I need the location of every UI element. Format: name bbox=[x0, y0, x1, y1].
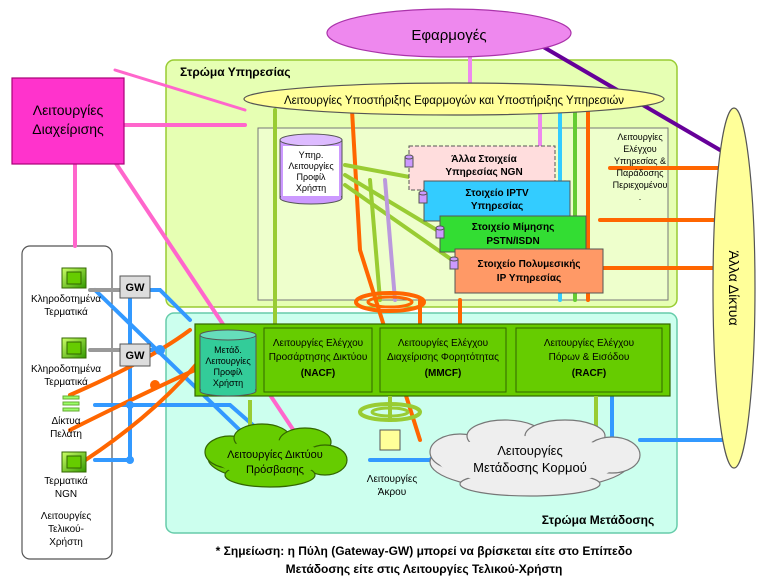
pstn-label-1: Στοιχείο Μίμησης bbox=[472, 222, 555, 233]
end-user-title-1: Λειτουργίες bbox=[41, 510, 92, 522]
other-ngn-label-2: Υπηρεσίας NGN bbox=[445, 167, 522, 178]
racf-label-3: (RACF) bbox=[572, 368, 606, 379]
support-functions-ellipse bbox=[243, 82, 665, 116]
iptv-label-1: Στοιχείο IPTV bbox=[465, 188, 529, 199]
green-ring bbox=[358, 402, 422, 422]
management-box bbox=[11, 77, 125, 165]
gw-box-1 bbox=[119, 275, 151, 299]
gw-label-2: GW bbox=[126, 350, 146, 362]
service-control-2: Ελέγχου bbox=[623, 144, 657, 154]
applications-label: Εφαρμογές bbox=[411, 27, 486, 44]
ims-label-1: Στοιχείο Πολυμεσικής bbox=[478, 259, 581, 270]
racf-box bbox=[515, 327, 663, 393]
service-control-1: Λειτουργίες bbox=[617, 132, 663, 142]
other-networks-label: Άλλα Δίκτυα bbox=[726, 250, 742, 325]
legacy1-label-2: Τερματικά bbox=[44, 306, 88, 318]
transport-profile-4: Χρήστη bbox=[213, 378, 243, 388]
customer-network-icon bbox=[62, 395, 80, 412]
access-label-2: Πρόσβασης bbox=[246, 464, 304, 476]
customer-nets-label-1: Δίκτυα bbox=[51, 415, 80, 427]
legacy1-label-1: Κληροδοτημένα bbox=[31, 293, 101, 305]
pstn-element-box bbox=[439, 215, 587, 253]
access-label-1: Λειτουργίες Δικτύου bbox=[227, 449, 323, 461]
racf-label-2: Πόρων & Εισόδου bbox=[549, 351, 630, 363]
service-layer-title: Στρώμα Υπηρεσίας bbox=[180, 65, 291, 79]
transport-profile-1: Μετάδ. bbox=[214, 345, 242, 355]
mmcf-label-2: Διαχείρισης Φορητότητας bbox=[387, 351, 499, 363]
service-profile-1: Υπηρ. bbox=[299, 150, 324, 160]
ims-element-box bbox=[454, 248, 604, 294]
nacf-label-1: Λειτουργίες Ελέγχου bbox=[273, 337, 363, 349]
support-functions-label: Λειτουργίες Υποστήριξης Εφαρμογών και Υπ… bbox=[284, 95, 624, 107]
junction-dots bbox=[126, 345, 165, 464]
racf-label-1: Λειτουργίες Ελέγχου bbox=[544, 337, 634, 349]
management-label-1: Λειτουργίες bbox=[33, 102, 104, 118]
legacy2-label-2: Τερματικά bbox=[44, 376, 88, 388]
pstn-label-2: PSTN/ISDN bbox=[486, 236, 539, 247]
nacf-label-3: (NACF) bbox=[301, 368, 335, 379]
service-profile-2: Λειτουργίες bbox=[288, 161, 334, 171]
core-label-1: Λειτουργίες bbox=[497, 443, 563, 458]
service-profile-4: Χρήστη bbox=[296, 183, 326, 193]
legacy2-label-1: Κληροδοτημένα bbox=[31, 363, 101, 375]
nacf-box bbox=[263, 327, 373, 393]
ims-label-2: IP Υπηρεσίας bbox=[497, 273, 561, 284]
service-control-3: Υπηρεσίας & bbox=[614, 156, 666, 166]
management-label-2: Διαχείρισης bbox=[32, 121, 104, 137]
iptv-label-2: Υπηρεσίας bbox=[471, 201, 523, 212]
transport-layer-title: Στρώμα Μετάδοσης bbox=[542, 513, 654, 527]
transport-profile-3: Προφίλ bbox=[214, 367, 243, 377]
iptv-element-box bbox=[423, 180, 571, 222]
mmcf-box bbox=[379, 327, 507, 393]
service-control-4: Παράδοσης bbox=[617, 168, 665, 178]
core-label-2: Μετάδοσης Κορμού bbox=[473, 460, 587, 475]
note-line-2: Μετάδοσης είτε στις Λειτουργίες Τελικού-… bbox=[286, 562, 563, 576]
nacf-label-2: Προσάρτησης Δικτύου bbox=[269, 351, 368, 363]
edge-label-2: Άκρου bbox=[378, 487, 406, 498]
gw-label-1: GW bbox=[126, 282, 146, 294]
end-user-title-3: Χρήστη bbox=[49, 536, 83, 548]
service-control-5: Περιεχομένου bbox=[613, 180, 668, 190]
edge-functions-box bbox=[379, 429, 401, 451]
service-control-6: . bbox=[639, 192, 642, 202]
customer-nets-label-2: Πελάτη bbox=[50, 428, 82, 440]
service-user-profile-db bbox=[279, 133, 343, 205]
applications-ellipse bbox=[326, 8, 572, 58]
ngn-terminals-label-1: Τερματικά bbox=[44, 475, 88, 487]
mmcf-label-1: Λειτουργίες Ελέγχου bbox=[398, 337, 488, 349]
other-networks-ellipse bbox=[712, 107, 756, 469]
end-user-title-2: Τελικού- bbox=[48, 523, 84, 535]
ngn-terminals-label-2: NGN bbox=[55, 489, 77, 500]
orange-ring-top bbox=[354, 291, 426, 313]
mmcf-label-3: (MMCF) bbox=[425, 368, 462, 379]
service-profile-3: Προφίλ bbox=[297, 172, 326, 182]
transport-user-profile-db bbox=[199, 329, 257, 397]
element-db-icons bbox=[404, 154, 459, 270]
transport-profile-2: Λειτουργίες bbox=[205, 356, 251, 366]
other-ngn-label-1: Άλλα Στοιχεία bbox=[451, 154, 517, 165]
gw-box-2 bbox=[119, 343, 151, 367]
edge-label-1: Λειτουργίες bbox=[367, 473, 418, 485]
note-line-1: * Σημείωση: η Πύλη (Gateway-GW) μπορεί ν… bbox=[216, 544, 633, 558]
